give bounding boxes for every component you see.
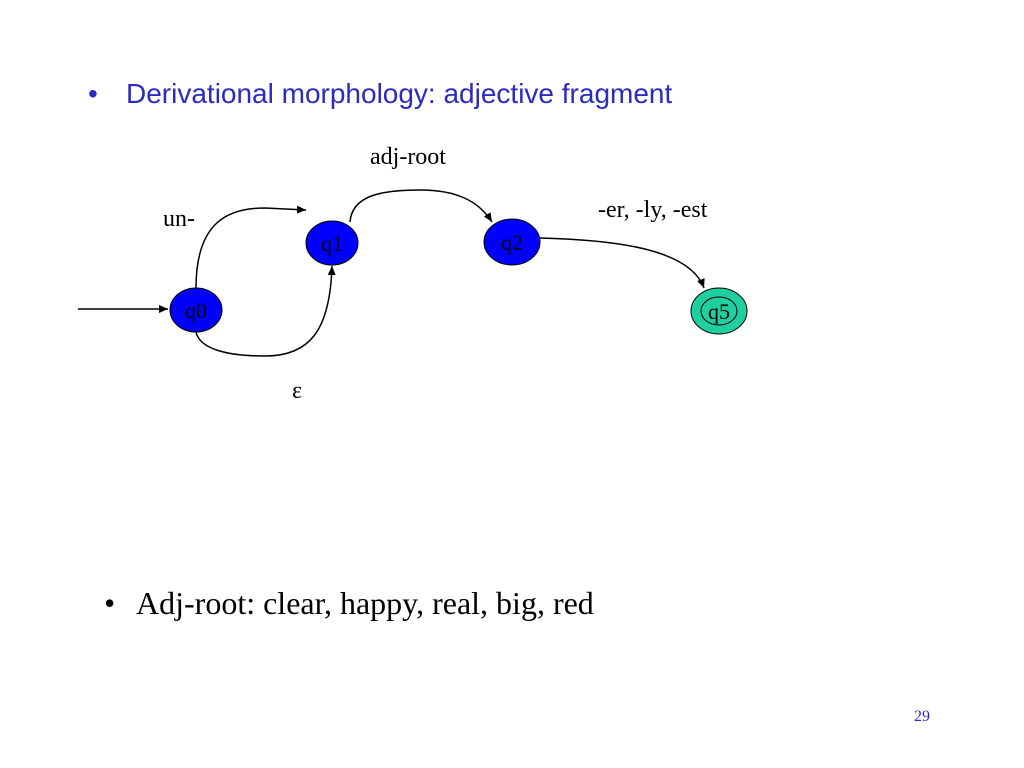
state-label: q2 [501,230,523,255]
note-text: Adj-root: clear, happy, real, big, red [136,585,594,621]
slide-heading: • Derivational morphology: adjective frag… [88,78,672,110]
state-label: q1 [321,231,343,256]
page-number: 29 [914,708,930,725]
note-bullet: • [104,585,116,621]
edge-q0-q1-un [195,205,307,289]
state-label: q5 [708,299,730,324]
final-state-ring [700,296,738,326]
label-un: un- [163,206,195,232]
state-circle [690,287,748,335]
heading-bullet: • [88,78,98,109]
label-epsilon: ε [292,378,302,404]
state-q2: q2 [483,218,541,266]
state-circle [169,287,223,333]
state-label: q0 [185,298,207,323]
label-adj-root: adj-root [370,144,446,170]
label-suffixes: -er, -ly, -est [598,197,708,223]
state-circle [305,220,359,266]
edge-q0-q1-epsilon [195,265,336,357]
heading-text: Derivational morphology: adjective fragm… [126,78,673,109]
state-q1: q1 [305,220,359,266]
state-q0: q0 [169,287,223,333]
adj-root-note: • Adj-root: clear, happy, real, big, red [104,585,594,622]
edge-q1-q2 [349,189,493,223]
edge-q2-q5 [539,237,705,289]
state-q5: q5 [690,287,748,335]
state-circle [483,218,541,266]
